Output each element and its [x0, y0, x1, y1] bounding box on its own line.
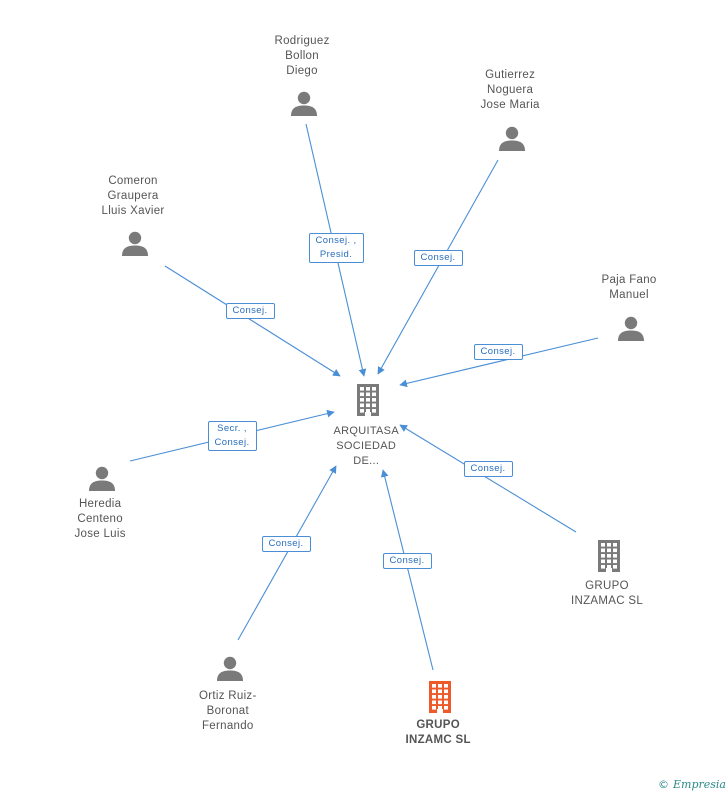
edge-grupo-inzamc	[380, 469, 434, 671]
node-label-grupo-inzamc-line: INZAMC SL	[405, 734, 471, 746]
edge-role-text: Presid.	[319, 249, 353, 260]
node-label-heredia-line: Centeno	[77, 513, 123, 525]
node-label-rodriguez-line: Diego	[286, 65, 318, 77]
node-label-comeron-line: Lluis Xavier	[101, 205, 165, 217]
node-label-grupo-inzamac-line: GRUPO	[585, 580, 629, 592]
node-label-gutierrez-line: Jose Maria	[480, 99, 540, 111]
edge-role-text: Consej.	[389, 555, 425, 566]
center-company-label-line: DE...	[353, 455, 380, 467]
edge-role-text: Consej.	[268, 538, 304, 549]
edge-paja	[399, 337, 599, 388]
edge-role-label[interactable]: Consej.	[382, 553, 432, 569]
building-icon[interactable]	[426, 680, 454, 719]
node-label-gutierrez-line: Gutierrez	[485, 69, 536, 81]
node-label-rodriguez-line: Rodriguez	[274, 35, 330, 47]
edge-role-label[interactable]: Consej. , Presid.	[308, 233, 364, 263]
node-label-heredia-line: Heredia	[78, 498, 122, 510]
node-label-grupo-inzamc[interactable]: GRUPO INZAMC SL	[406, 718, 471, 748]
building-icon[interactable]	[595, 539, 623, 578]
edge-role-label[interactable]: Consej.	[225, 303, 275, 319]
node-label-ortiz-line: Boronat	[206, 705, 249, 717]
node-label-paja-line: Paja Fano	[601, 274, 657, 286]
edge-role-label[interactable]: Consej.	[413, 250, 463, 266]
building-icon[interactable]	[354, 383, 382, 422]
edge-comeron	[164, 265, 341, 377]
edge-role-label[interactable]: Consej.	[463, 461, 513, 477]
edge-role-text: Consej.	[420, 252, 456, 263]
person-icon[interactable]	[216, 654, 244, 687]
node-label-paja-line: Manuel	[609, 289, 649, 301]
edge-role-text: Consej.	[470, 463, 506, 474]
edge-role-text: Consej. ,	[315, 235, 357, 246]
edge-role-text: Consej.	[214, 437, 250, 448]
node-label-grupo-inzamac[interactable]: GRUPO INZAMAC SL	[571, 579, 643, 609]
center-company-label-line: SOCIEDAD	[336, 440, 397, 452]
edge-grupo-inzamac	[399, 424, 577, 533]
edge-role-text: Consej.	[232, 305, 268, 316]
copyright-symbol: ©	[658, 778, 669, 791]
center-company-label[interactable]: ARQUITASA SOCIEDAD DE...	[334, 424, 399, 469]
person-icon[interactable]	[498, 124, 526, 157]
node-label-grupo-inzamac-line: INZAMAC SL	[571, 595, 644, 607]
node-label-grupo-inzamc-line: GRUPO	[416, 719, 460, 731]
footer-brand: © Empresia	[658, 778, 726, 791]
person-icon[interactable]	[88, 464, 116, 497]
center-company-label-line: ARQUITASA	[333, 425, 399, 437]
node-label-heredia-line: Jose Luis	[74, 528, 126, 540]
edge-gutierrez	[377, 159, 499, 375]
node-label-gutierrez-line: Noguera	[487, 84, 534, 96]
node-label-comeron-line: Comeron	[108, 175, 158, 187]
node-label-rodriguez-line: Bollon	[285, 50, 319, 62]
brand-name[interactable]: Empresia	[673, 778, 726, 791]
node-label-ortiz-line: Ortiz Ruiz-	[199, 690, 257, 702]
node-label-comeron-line: Graupera	[107, 190, 159, 202]
node-label-ortiz-line: Fernando	[201, 720, 254, 732]
edge-role-label[interactable]: Consej.	[473, 344, 523, 360]
edge-role-text: Consej.	[480, 346, 516, 357]
edge-role-label[interactable]: Consej.	[261, 536, 311, 552]
edge-role-label[interactable]: Secr. , Consej.	[207, 421, 257, 451]
edge-ortiz	[237, 465, 337, 641]
edge-role-text: Secr. ,	[217, 423, 247, 434]
person-icon[interactable]	[121, 229, 149, 262]
person-icon[interactable]	[617, 314, 645, 347]
person-icon[interactable]	[290, 89, 318, 122]
